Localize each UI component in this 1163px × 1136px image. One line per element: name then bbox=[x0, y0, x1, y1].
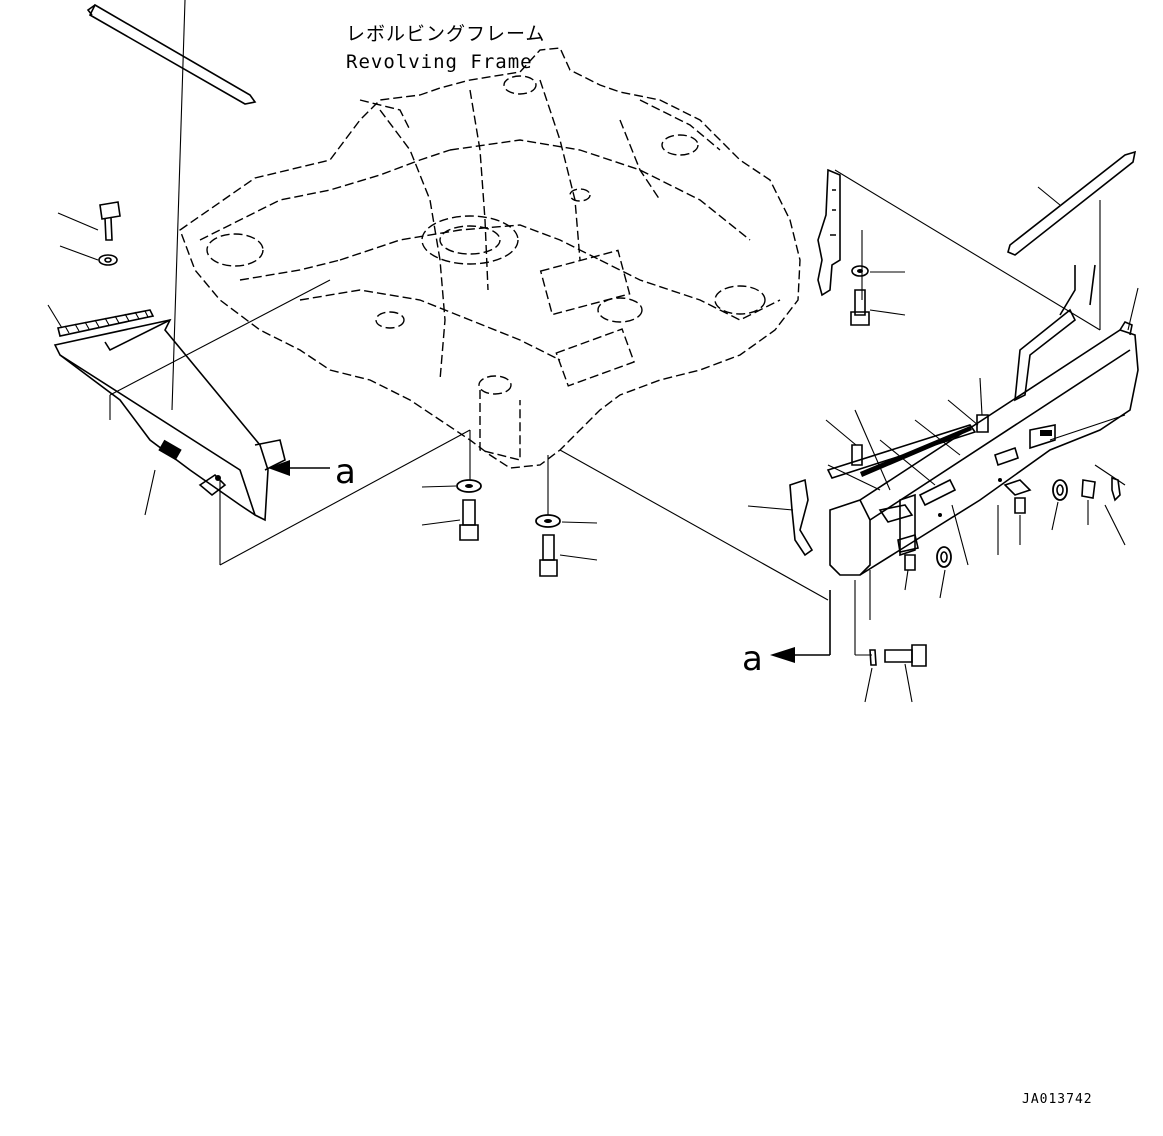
callout-a-left-letter: a bbox=[335, 452, 356, 492]
bolt-left bbox=[57, 201, 121, 266]
counterweight-parts bbox=[747, 377, 1126, 599]
revolving-frame bbox=[179, 47, 801, 469]
callout-a-right-letter: a bbox=[742, 639, 763, 679]
drawing-number: JA013742 bbox=[1022, 1092, 1093, 1107]
left-side-cover bbox=[53, 318, 286, 522]
bolts-center bbox=[421, 479, 598, 577]
bolt-bottom bbox=[864, 644, 927, 703]
counterweight bbox=[829, 264, 1139, 576]
right-bracket bbox=[817, 168, 906, 326]
rubber-strip-left bbox=[47, 304, 155, 337]
frame-label-english: Revolving Frame bbox=[346, 51, 533, 73]
callout-a-left: a bbox=[268, 452, 356, 492]
frame-label-japanese: レボルビングフレーム bbox=[346, 23, 545, 45]
seal-strip-top-left bbox=[86, 3, 257, 105]
callout-a-right: a bbox=[742, 590, 831, 679]
seal-strip-top-right bbox=[1007, 150, 1137, 256]
